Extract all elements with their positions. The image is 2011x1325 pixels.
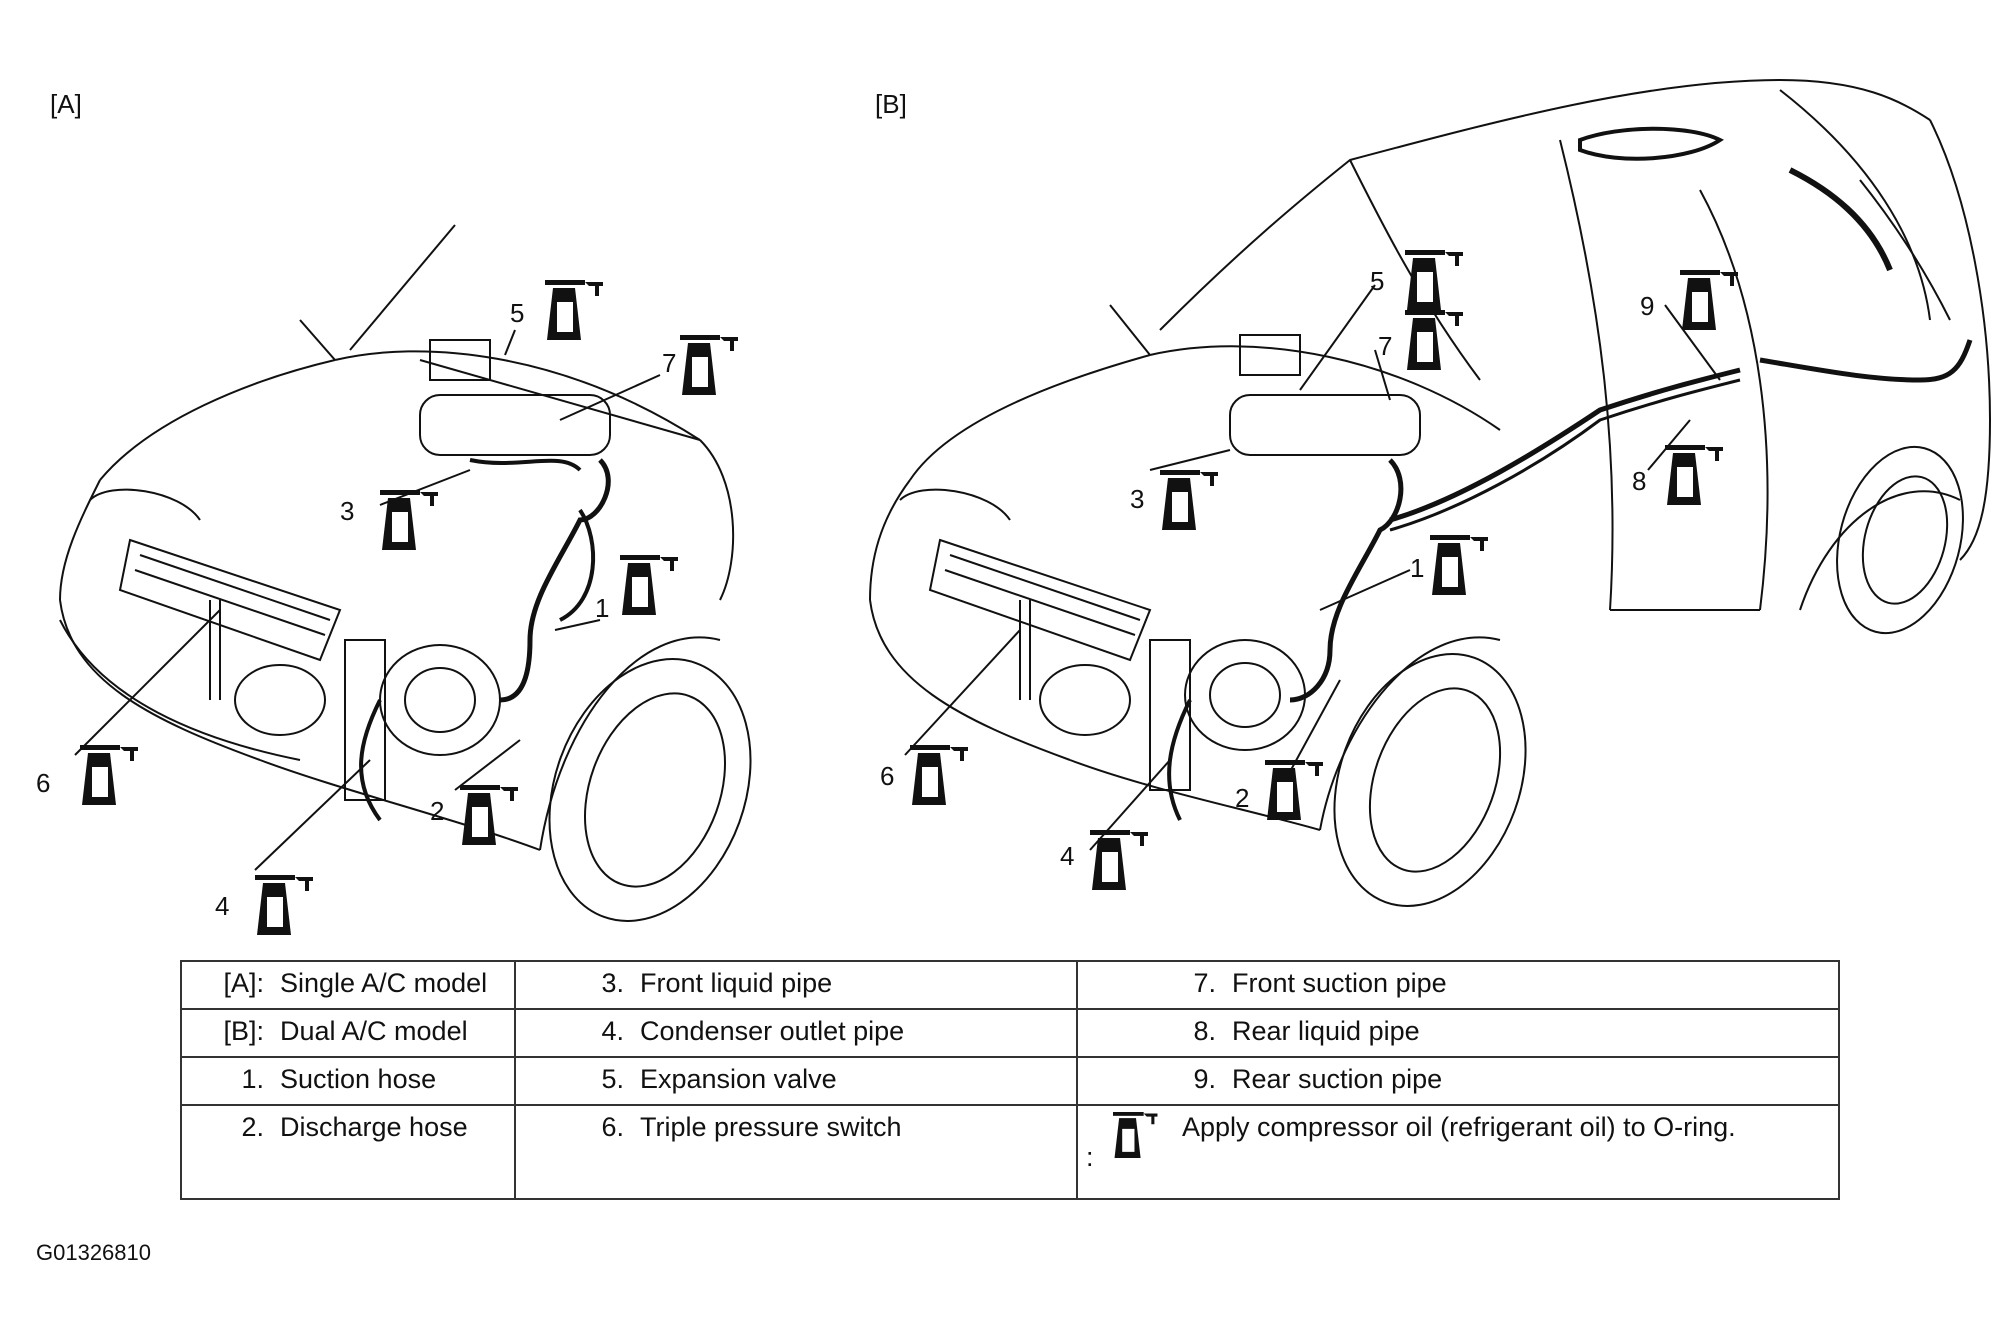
panel-a-vehicle [59, 224, 752, 922]
figure-id: G01326810 [36, 1240, 151, 1265]
callout-b-4: 4 [1060, 841, 1074, 871]
legend-number: [B]: [223, 1016, 264, 1046]
oil-icon [1665, 445, 1723, 505]
callout-a-5: 5 [510, 298, 524, 328]
callout-a-4: 4 [215, 891, 229, 921]
oil-note-text: Apply compressor oil (refrigerant oil) t… [1182, 1112, 1736, 1142]
oil-icon [1265, 760, 1323, 820]
legend-cell: 1. Suction hose [180, 1056, 516, 1106]
oil-icon [460, 785, 518, 845]
panel-a-label: [A] [50, 89, 82, 119]
legend-cell: 2. Discharge hose [180, 1104, 516, 1200]
callout-b-6: 6 [880, 761, 894, 791]
legend-number: 3. [601, 968, 624, 998]
callout-b-1: 1 [1410, 553, 1424, 583]
legend-number: 4. [601, 1016, 624, 1046]
callout-b-8: 8 [1632, 466, 1646, 496]
ac-system-diagram: [A] [36, 78, 1992, 935]
oil-can-icon [1113, 1112, 1158, 1158]
legend-text: Condenser outlet pipe [640, 1016, 905, 1046]
legend-text: Dual A/C model [280, 1016, 468, 1046]
legend-number: 7. [1193, 968, 1216, 998]
legend-number: [A]: [223, 968, 264, 998]
oil-icon [680, 335, 738, 395]
oil-icon [1430, 535, 1488, 595]
legend-cell: : Apply compressor oil (refrigerant oil)… [1076, 1104, 1840, 1200]
legend-cell: 3. Front liquid pipe [514, 960, 1078, 1010]
legend-cell: [B]: Dual A/C model [180, 1008, 516, 1058]
legend-row: [B]: Dual A/C model 4. Condenser outlet pi… [180, 1008, 1840, 1058]
oil-icon [80, 745, 138, 805]
legend-number: 1. [241, 1064, 264, 1094]
oil-icon [1405, 250, 1463, 310]
callout-b-7: 7 [1378, 331, 1392, 361]
legend-text: Single A/C model [280, 968, 488, 998]
oil-icon [380, 490, 438, 550]
legend-text: Rear liquid pipe [1232, 1016, 1420, 1046]
legend-text: Front liquid pipe [640, 968, 833, 998]
oil-icon [910, 745, 968, 805]
legend-row: 2. Discharge hose 6. Triple pressure switc… [180, 1104, 1840, 1200]
legend-number: 8. [1193, 1016, 1216, 1046]
oil-icon [255, 875, 313, 935]
oil-note-colon: : [1086, 1142, 1094, 1172]
callout-b-5: 5 [1370, 266, 1384, 296]
legend-cell: 7. Front suction pipe [1076, 960, 1840, 1010]
panel-b-vehicle [869, 78, 1992, 907]
oil-note: : Apply compressor oil (refrigerant oil)… [1086, 1112, 1736, 1173]
panel-b-oil-icons [910, 250, 1738, 890]
legend-cell: 4. Condenser outlet pipe [514, 1008, 1078, 1058]
legend-number: 9. [1193, 1064, 1216, 1094]
callout-a-6: 6 [36, 768, 50, 798]
callout-a-2: 2 [430, 796, 444, 826]
oil-icon [1090, 830, 1148, 890]
legend-cell: 8. Rear liquid pipe [1076, 1008, 1840, 1058]
legend-number: 2. [241, 1112, 264, 1142]
callout-b-9: 9 [1640, 291, 1654, 321]
legend-text: Triple pressure switch [640, 1112, 902, 1142]
legend-number: 5. [601, 1064, 624, 1094]
legend-cell: 5. Expansion valve [514, 1056, 1078, 1106]
callout-b-2: 2 [1235, 783, 1249, 813]
oil-icon [1160, 470, 1218, 530]
legend-text: Rear suction pipe [1232, 1064, 1443, 1094]
legend-number: 6. [601, 1112, 624, 1142]
legend-row: [A]: Single A/C model 3. Front liquid pipe… [180, 960, 1840, 1010]
legend-text: Front suction pipe [1232, 968, 1447, 998]
oil-icon [1680, 270, 1738, 330]
callout-a-3: 3 [340, 496, 354, 526]
legend-cell: [A]: Single A/C model [180, 960, 516, 1010]
oil-icon [545, 280, 603, 340]
oil-icon [620, 555, 678, 615]
legend-cell: 6. Triple pressure switch [514, 1104, 1078, 1200]
oil-icon [1405, 310, 1463, 370]
legend-table: [A]: Single A/C model 3. Front liquid pipe… [180, 960, 1840, 1200]
panel-b-callouts: 1 2 3 4 5 6 7 8 9 [880, 266, 1654, 871]
legend-row: 1. Suction hose 5. Expansion valve 9. Rear … [180, 1056, 1840, 1106]
legend-text: Suction hose [280, 1064, 437, 1094]
legend-text: Discharge hose [280, 1112, 468, 1142]
panel-a-oil-icons [80, 280, 738, 935]
callout-a-7: 7 [662, 348, 676, 378]
callout-a-1: 1 [595, 593, 609, 623]
callout-b-3: 3 [1130, 484, 1144, 514]
panel-a-callouts: 1 2 3 4 5 6 7 [36, 298, 676, 921]
panel-b-label: [B] [875, 89, 907, 119]
legend-text: Expansion valve [640, 1064, 837, 1094]
legend-cell: 9. Rear suction pipe [1076, 1056, 1840, 1106]
